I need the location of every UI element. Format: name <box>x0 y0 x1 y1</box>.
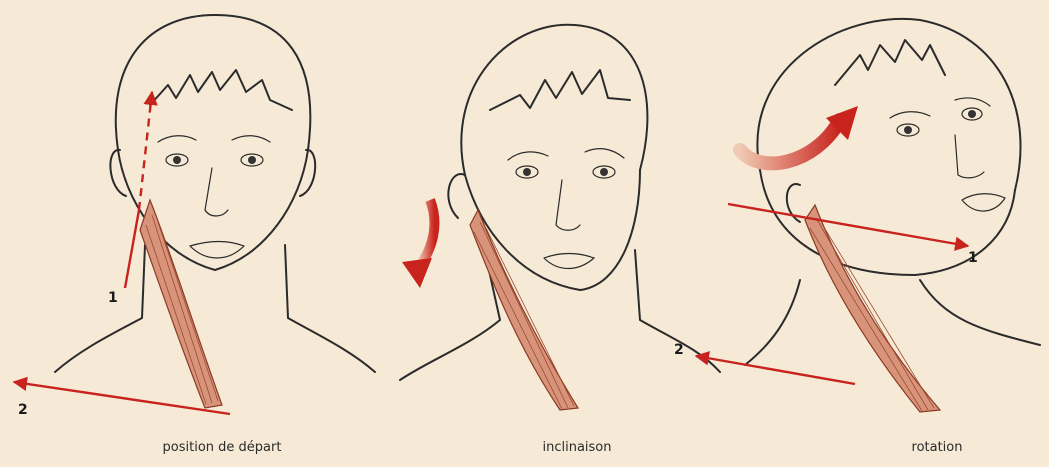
arrow-1 <box>125 210 139 288</box>
caption-rotation: rotation <box>912 440 963 455</box>
inclination-arrow <box>418 200 434 268</box>
label-1: 1 <box>968 250 978 266</box>
label-1: 1 <box>108 290 118 306</box>
label-2: 2 <box>674 342 684 358</box>
label-2: 2 <box>18 402 28 418</box>
caption-start-position: position de départ <box>163 440 282 455</box>
figure-inclination <box>400 25 720 410</box>
caption-inclination: inclinaison <box>542 440 611 455</box>
rotation-arrow <box>740 120 840 163</box>
figure-start-position: 1 2 <box>14 15 375 418</box>
figure-rotation: 1 2 <box>674 19 1040 412</box>
head-outline <box>116 15 311 150</box>
